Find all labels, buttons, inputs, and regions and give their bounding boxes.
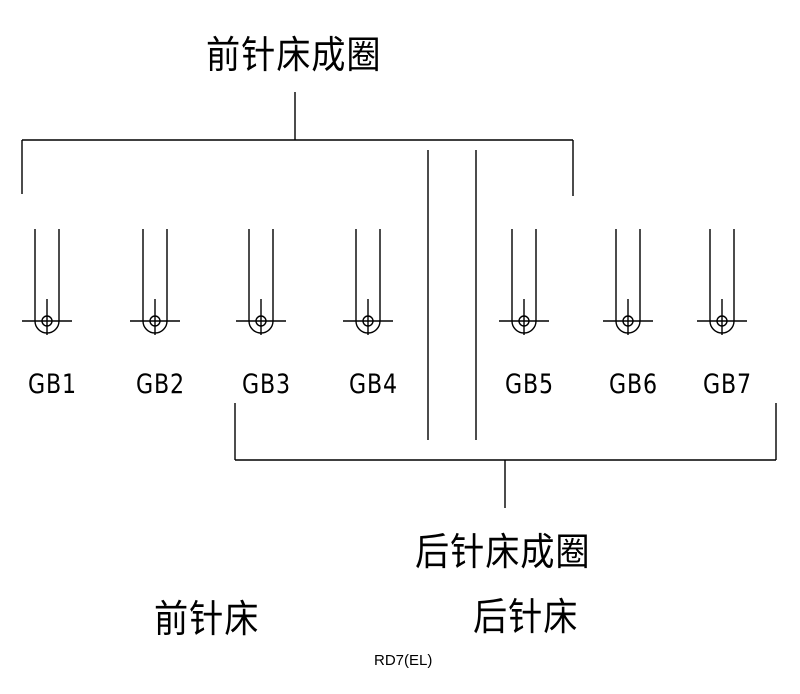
needle-gb5 <box>499 229 549 335</box>
guide-bar-label: GB7 <box>703 369 752 400</box>
needle-hook-circle <box>255 315 267 327</box>
back-bed-label: 后针床 <box>473 595 579 639</box>
guide-bar-label: GB5 <box>505 369 554 400</box>
needle-gb7 <box>697 229 747 335</box>
needle-gb3 <box>236 229 286 335</box>
back-loop-title: 后针床成圈 <box>415 530 591 574</box>
front-bed-label: 前针床 <box>154 597 260 641</box>
needle-hook-circle <box>622 315 634 327</box>
guide-bar-needles <box>22 229 747 335</box>
needle-hook-circle <box>518 315 530 327</box>
guide-bar-label: GB2 <box>136 369 185 400</box>
guide-bar-label: GB6 <box>609 369 658 400</box>
needle-hook-circle <box>149 315 161 327</box>
back-loop-bracket <box>234 403 777 508</box>
guide-bar-label: GB1 <box>28 369 77 400</box>
needle-hook-circle <box>716 315 728 327</box>
caption: RD7(EL) <box>374 652 433 669</box>
needle-gb4 <box>343 229 393 335</box>
needle-hook-circle <box>41 315 53 327</box>
guide-bar-label: GB4 <box>349 369 398 400</box>
front-loop-title: 前针床成圈 <box>206 33 382 77</box>
front-loop-bracket <box>21 92 574 196</box>
bed-divider <box>427 150 477 440</box>
needle-gb2 <box>130 229 180 335</box>
guide-bar-label: GB3 <box>242 369 291 400</box>
needle-hook-circle <box>362 315 374 327</box>
needle-gb6 <box>603 229 653 335</box>
needle-gb1 <box>22 229 72 335</box>
